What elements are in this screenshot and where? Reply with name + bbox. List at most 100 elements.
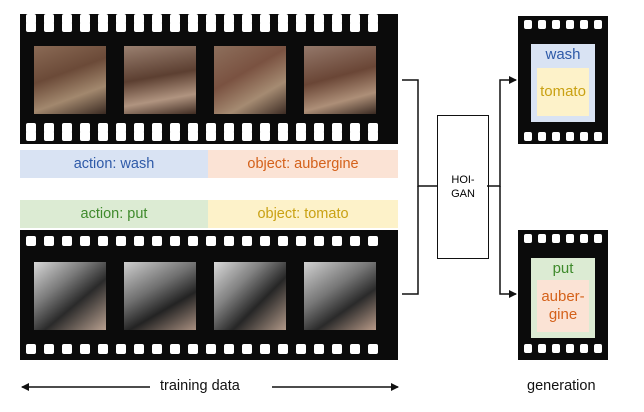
sprocket-hole (350, 236, 360, 246)
sprocket-hole (80, 131, 90, 141)
sprocket-hole (538, 234, 546, 243)
sprocket-hole (332, 22, 342, 32)
generation-caption: generation (527, 378, 596, 394)
sprocket-hole (170, 236, 180, 246)
sprocket-hole (206, 344, 216, 354)
sprocket-hole (314, 14, 324, 24)
sprocket-hole (26, 344, 36, 354)
sprocket-hole (552, 132, 560, 141)
sprocket-hole (566, 344, 574, 353)
sprocket-hole (242, 344, 252, 354)
sprocket-hole (260, 131, 270, 141)
sprocket-hole (524, 234, 532, 243)
sprocket-hole (170, 131, 180, 141)
sprocket-hole (580, 20, 588, 29)
sprocket-hole (44, 131, 54, 141)
sprocket-hole (134, 123, 144, 133)
sprocket-hole (552, 234, 560, 243)
sprocket-hole (314, 22, 324, 32)
sprocket-hole (170, 22, 180, 32)
sprocket-hole (224, 344, 234, 354)
sprocket-hole (332, 344, 342, 354)
sprocket-hole (350, 131, 360, 141)
generated-top-frame: wash tomato (531, 44, 595, 122)
frame-wash-1 (34, 46, 106, 114)
sprocket-hole (224, 131, 234, 141)
sprocket-hole (116, 123, 126, 133)
sprocket-hole (152, 131, 162, 141)
frame-wash-2 (124, 46, 196, 114)
sprocket-hole (152, 123, 162, 133)
generated-bottom-strip: put auber- gine (518, 230, 608, 360)
sprocket-hole (134, 22, 144, 32)
sprocket-hole (44, 344, 54, 354)
sprocket-hole (580, 132, 588, 141)
bottom-film-strip (20, 230, 398, 360)
sprocket-hole (62, 123, 72, 133)
action-label-put: action: put (20, 200, 208, 228)
sprocket-hole (62, 344, 72, 354)
sprocket-holes (26, 14, 602, 354)
sprocket-hole (524, 344, 532, 353)
sprocket-hole (98, 131, 108, 141)
sprocket-hole (552, 344, 560, 353)
sprocket-hole (134, 344, 144, 354)
sprocket-hole (296, 22, 306, 32)
sprocket-hole (116, 344, 126, 354)
sprocket-hole (296, 123, 306, 133)
generated-bottom-frame: put auber- gine (531, 258, 595, 338)
sprocket-hole (206, 123, 216, 133)
sprocket-hole (44, 123, 54, 133)
sprocket-hole (188, 22, 198, 32)
sprocket-hole (314, 236, 324, 246)
frame-put-3 (214, 262, 286, 330)
sprocket-hole (80, 14, 90, 24)
sprocket-hole (152, 344, 162, 354)
sprocket-hole (26, 131, 36, 141)
sprocket-hole (350, 123, 360, 133)
sprocket-hole (242, 236, 252, 246)
sprocket-hole (350, 22, 360, 32)
sprocket-hole (260, 123, 270, 133)
sprocket-hole (44, 236, 54, 246)
sprocket-hole (152, 14, 162, 24)
sprocket-hole (538, 20, 546, 29)
sprocket-hole (62, 236, 72, 246)
sprocket-hole (26, 22, 36, 32)
sprocket-hole (594, 234, 602, 243)
sprocket-hole (278, 344, 288, 354)
sprocket-hole (170, 344, 180, 354)
sprocket-hole (314, 131, 324, 141)
sprocket-hole (188, 236, 198, 246)
sprocket-hole (242, 14, 252, 24)
sprocket-hole (224, 14, 234, 24)
sprocket-hole (594, 344, 602, 353)
sprocket-hole (260, 344, 270, 354)
sprocket-hole (62, 14, 72, 24)
sprocket-hole (538, 132, 546, 141)
sprocket-hole (134, 131, 144, 141)
sprocket-hole (594, 132, 602, 141)
sprocket-hole (278, 131, 288, 141)
sprocket-hole (260, 14, 270, 24)
training-data-caption: training data (160, 378, 240, 394)
action-label-wash: action: wash (20, 150, 208, 178)
sprocket-hole (44, 14, 54, 24)
sprocket-hole (368, 123, 378, 133)
arrow-model-to-bottom-generation (499, 186, 517, 298)
sprocket-hole (566, 132, 574, 141)
object-label-aubergine: object: aubergine (208, 150, 398, 178)
sprocket-hole (332, 131, 342, 141)
sprocket-hole (278, 14, 288, 24)
sprocket-hole (116, 131, 126, 141)
frame-wash-4 (304, 46, 376, 114)
sprocket-hole (278, 22, 288, 32)
connector-bottom-to-model (402, 186, 419, 295)
sprocket-hole (296, 131, 306, 141)
sprocket-hole (170, 123, 180, 133)
sprocket-hole (98, 22, 108, 32)
sprocket-hole (116, 22, 126, 32)
sprocket-hole (44, 22, 54, 32)
sprocket-hole (566, 234, 574, 243)
sprocket-hole (26, 123, 36, 133)
